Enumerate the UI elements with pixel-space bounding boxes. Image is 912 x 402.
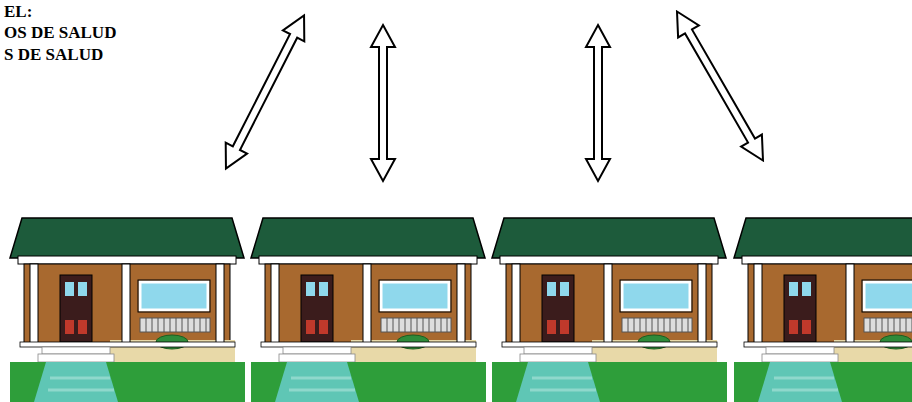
- house: [492, 218, 727, 402]
- double-arrow: [215, 10, 314, 174]
- house: [734, 218, 912, 402]
- heading-text: OS DE SALUD: [4, 23, 116, 43]
- house: [251, 218, 486, 402]
- double-arrow: [586, 25, 610, 181]
- heading-text: S DE SALUD: [4, 45, 103, 65]
- double-arrow: [667, 6, 774, 167]
- heading-text: EL:: [4, 2, 32, 22]
- house: [10, 218, 245, 402]
- double-arrow: [371, 25, 395, 181]
